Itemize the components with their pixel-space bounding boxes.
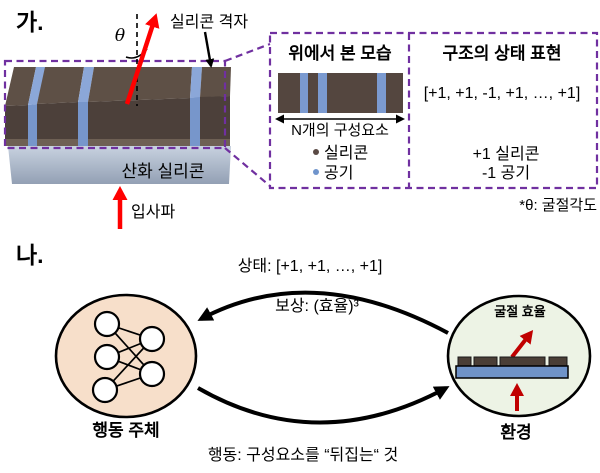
agent-label: 행동 주체 <box>92 421 159 440</box>
nn-node <box>91 376 119 404</box>
magnifier-boxes <box>3 31 599 190</box>
air-gap-top <box>190 67 202 98</box>
silicon-bevel <box>88 139 190 146</box>
environment-circle <box>446 294 592 418</box>
refraction-efficiency-label: 굴절 효율 <box>494 304 545 319</box>
grating-3d-top-faces <box>5 67 231 106</box>
env-grating-cross-section <box>455 356 569 379</box>
grating-outline-box <box>3 59 227 150</box>
silicon-legend-label: 실리콘 <box>324 144 368 162</box>
grating-callout-label: 실리콘 격자 <box>170 13 248 31</box>
nn-node <box>138 360 166 388</box>
magnifier-connector-bottom <box>224 147 271 187</box>
grating-3d-front-faces <box>5 96 230 146</box>
state-vector-text: [+1, +1, -1, +1, …, +1] <box>424 85 581 102</box>
neural-network <box>91 310 166 404</box>
silicon-block-front <box>88 98 190 146</box>
top-view-air-stripe <box>318 73 327 113</box>
nn-node <box>93 310 121 338</box>
silicon-block-top <box>200 67 231 98</box>
nn-node <box>138 325 166 353</box>
silicon-bevel <box>200 139 230 146</box>
state-text: 상태: [+1, +1, …, +1] <box>238 257 383 275</box>
section-b-label: 나. <box>16 242 44 268</box>
inset-box <box>268 31 599 190</box>
silicon-bevel <box>37 139 78 146</box>
env-substrate-bar <box>455 365 569 379</box>
silicon-block-top <box>5 67 36 106</box>
env-silicon-block <box>457 356 472 367</box>
silicon-block-front <box>37 102 78 146</box>
theta-symbol: θ <box>115 26 125 46</box>
refracted-wave-arrow <box>124 13 160 105</box>
action-arrow <box>197 386 450 425</box>
mapping-air-text: -1 공기 <box>482 164 530 182</box>
reward-text: 보상: (효율)³ <box>275 297 359 315</box>
silicon-block-front <box>5 105 28 146</box>
grating-callout-arrow <box>203 31 215 68</box>
env-silicon-block <box>473 356 498 367</box>
efficiency-arrow <box>510 330 534 359</box>
silicon-bevel <box>5 139 28 146</box>
theta-footnote: *θ: 굴절각도 <box>519 197 597 214</box>
air-gap-top <box>78 67 94 103</box>
silicon-block-top <box>88 67 192 102</box>
air-gap-top <box>28 67 46 105</box>
silicon-legend-bullet <box>313 149 319 155</box>
air-gap-front <box>190 97 200 146</box>
state-repr-title: 구조의 상태 표현 <box>443 44 562 63</box>
n-elements-label: N개의 구성요소 <box>291 122 389 139</box>
air-gap-front <box>78 102 88 146</box>
top-view-air-stripe <box>300 73 308 113</box>
nn-node <box>93 343 121 371</box>
mapping-silicon-text: +1 실리콘 <box>473 145 540 163</box>
silicon-block-front <box>200 96 230 146</box>
magnifier-connector-top <box>224 42 271 63</box>
air-gap-front <box>28 104 37 146</box>
air-legend-bullet <box>313 169 319 175</box>
substrate-label: 산화 실리콘 <box>122 162 205 181</box>
top-view-title: 위에서 본 모습 <box>288 44 392 63</box>
incident-wave-label: 입사파 <box>131 203 175 221</box>
environment-label: 환경 <box>500 423 531 442</box>
env-silicon-block <box>548 356 568 367</box>
env-silicon-block <box>499 356 546 367</box>
agent-circle <box>54 293 198 419</box>
top-view-air-stripe <box>377 73 386 113</box>
action-text: 행동: 구성요소를 “뒤집는“ 것 <box>208 446 398 464</box>
section-a-label: 가. <box>16 9 44 35</box>
silicon-block-top <box>37 67 84 104</box>
top-view-bar <box>278 73 403 113</box>
state-reward-arrow <box>197 290 449 335</box>
substrate <box>8 146 231 184</box>
air-legend-label: 공기 <box>324 164 353 182</box>
